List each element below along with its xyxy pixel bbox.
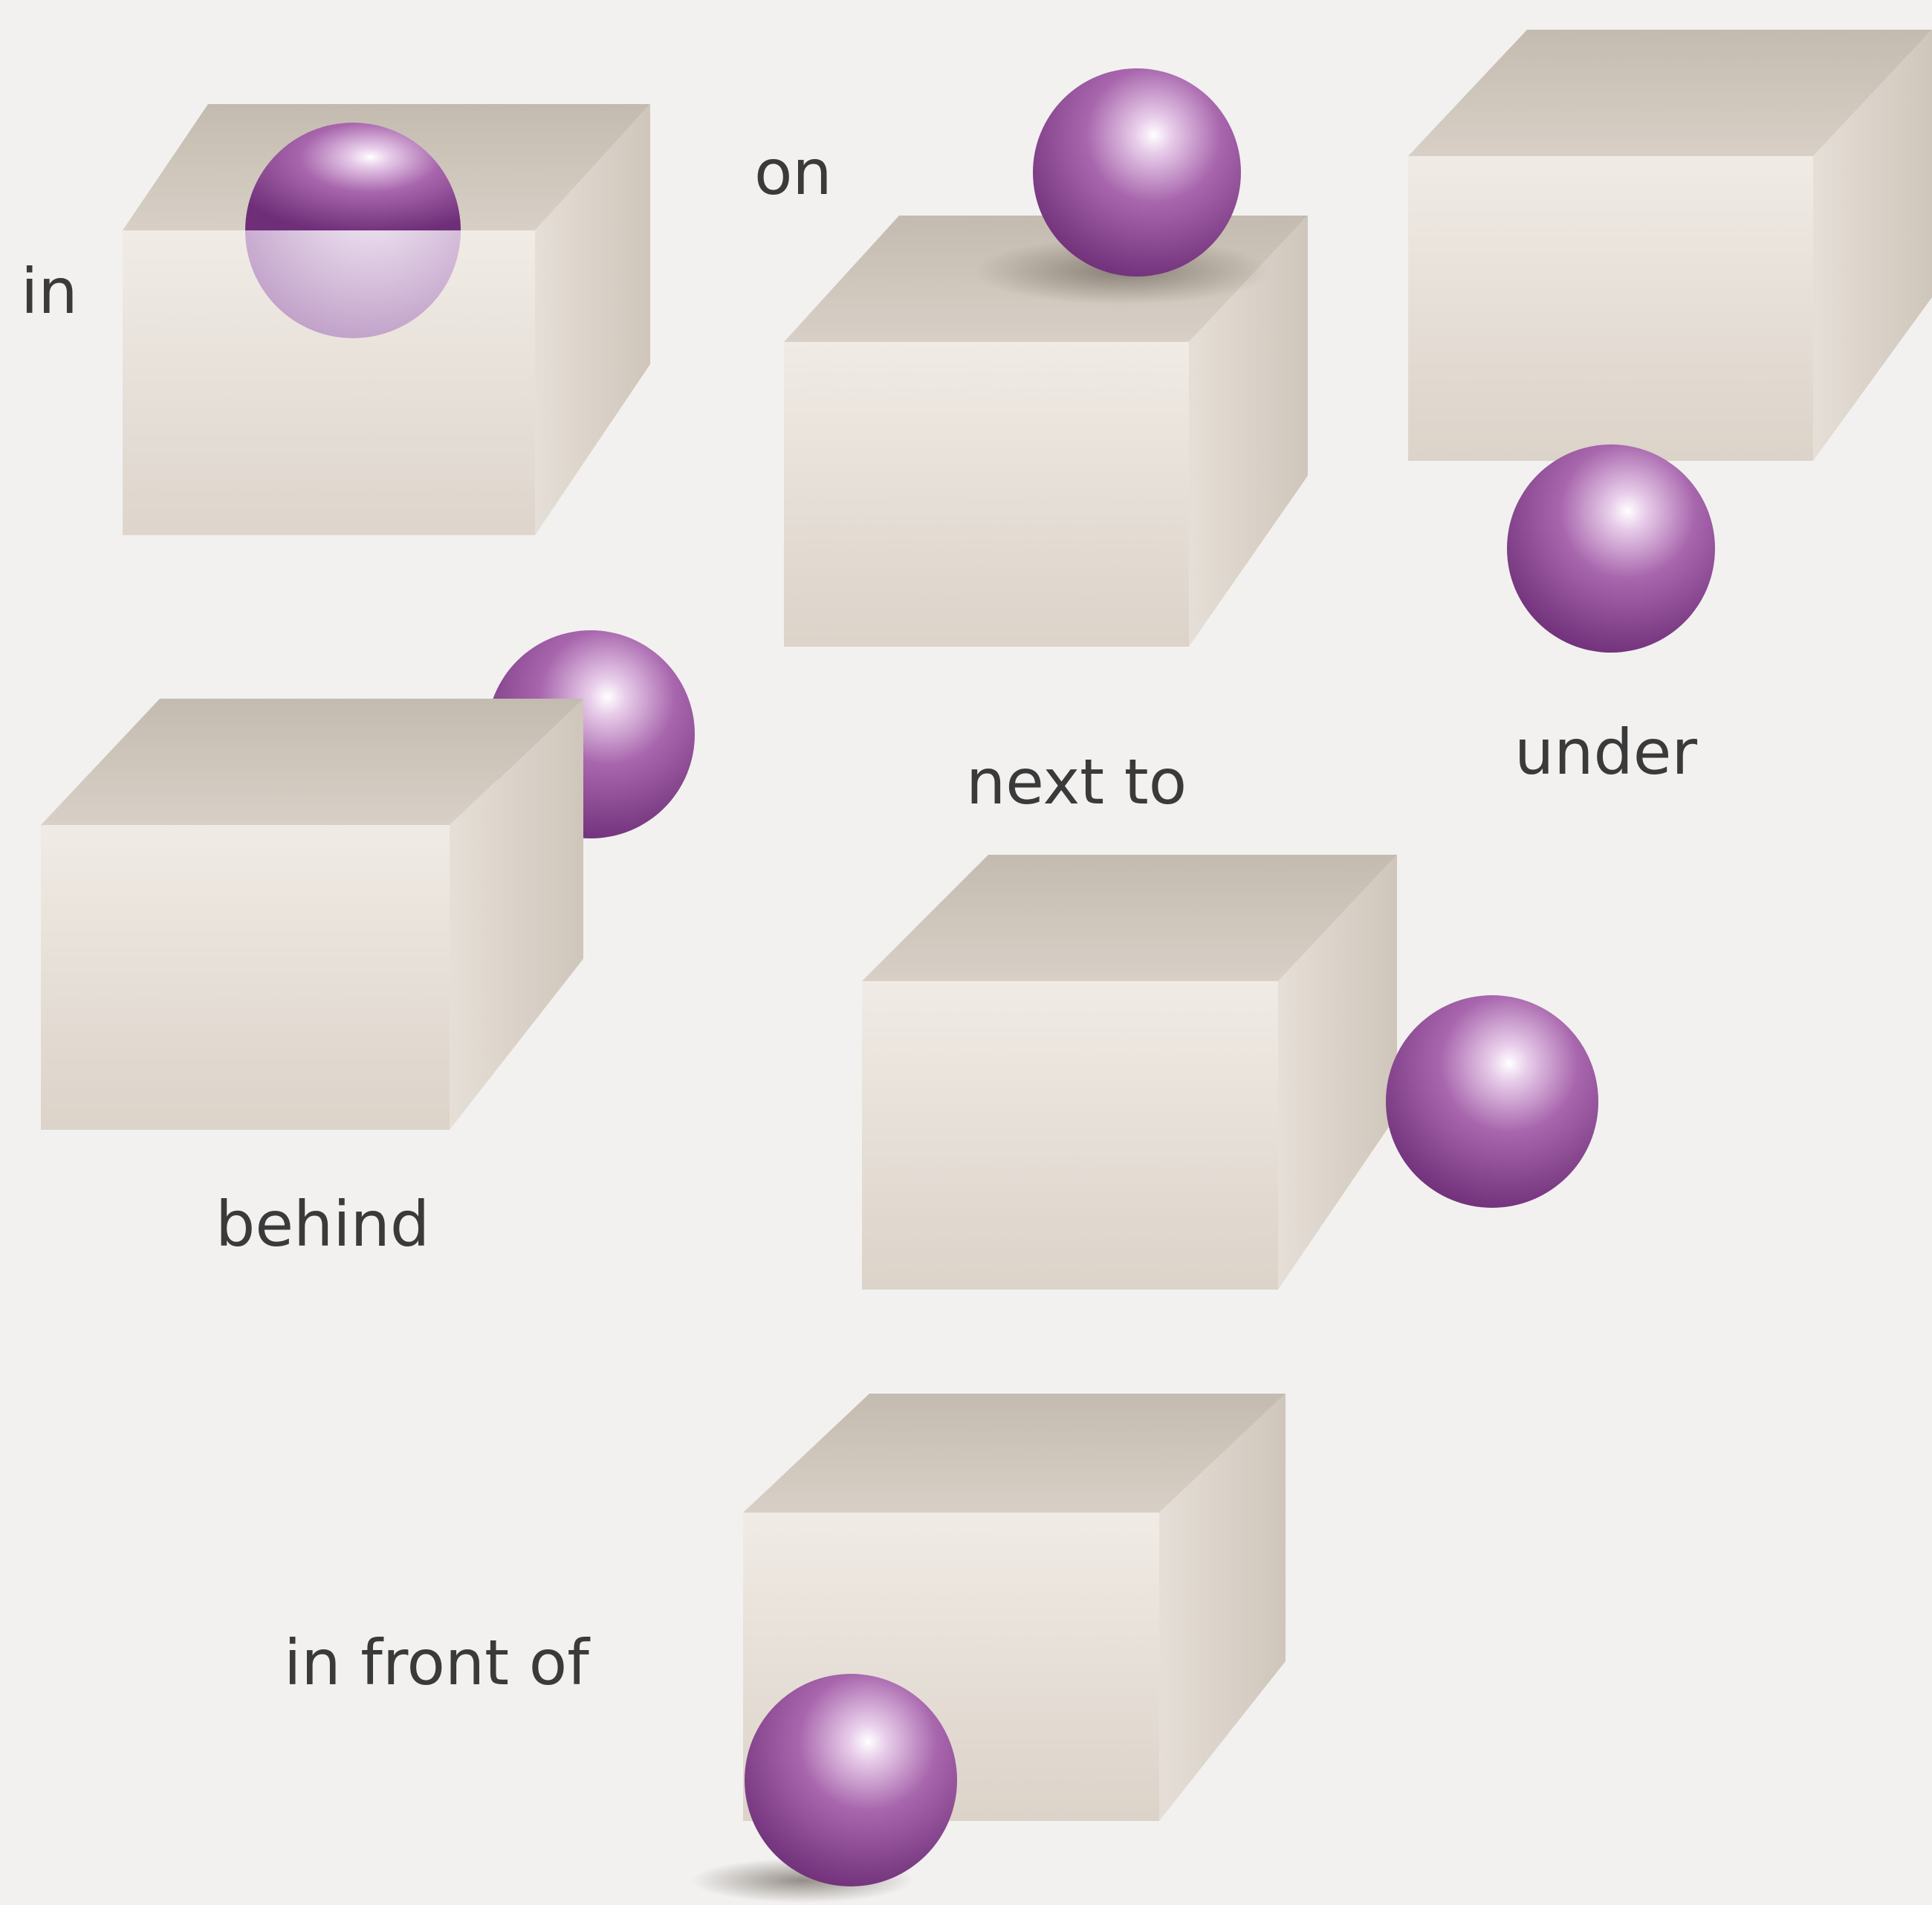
ball-under [1507,444,1715,653]
ball-next-to [1386,995,1598,1208]
box-next-to-front [862,981,1278,1290]
label-next-to: next to [966,751,1187,813]
box-behind-front [41,825,450,1130]
box-under-front [1408,156,1813,461]
box-under [1408,30,1932,461]
label-in-front-of: in front of [284,1631,589,1694]
label-on: on [754,141,832,204]
label-in: in [21,260,78,323]
ball-on [1033,68,1241,276]
box-on-front [784,342,1189,647]
label-behind: behind [215,1193,429,1255]
ball-in-front-of [745,1674,957,1886]
box-next-to [862,855,1397,1290]
label-under: under [1514,721,1697,783]
box-behind [41,699,583,1130]
